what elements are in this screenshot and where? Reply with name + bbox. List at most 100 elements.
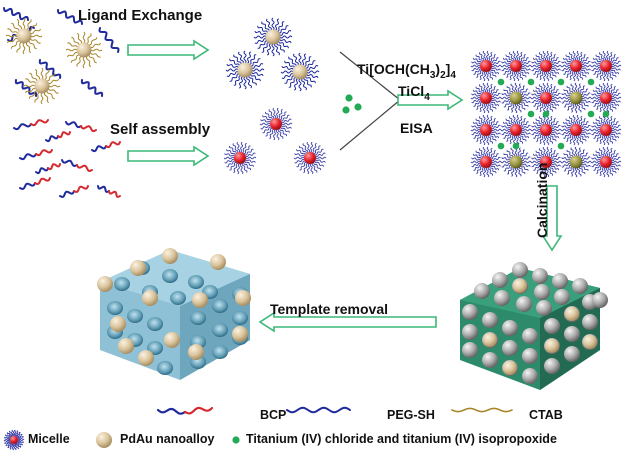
micelle-corona-chain [17, 438, 25, 442]
micelle-corona-chain [542, 114, 547, 125]
grey-sphere [544, 318, 560, 334]
micelle-corona-chain [471, 125, 481, 129]
micelle [500, 114, 532, 146]
legend-pdau-icon [96, 432, 112, 448]
composite-corona-chain [520, 165, 529, 171]
titanium-precursor-dot [527, 78, 535, 86]
composite-corona-chain [580, 88, 589, 96]
micelle-corona-chain [550, 133, 560, 139]
ctab-ligand [5, 34, 18, 38]
micelle-corona-chain [611, 60, 621, 66]
converge-line-bottom [339, 99, 401, 151]
micelle-corona-chain [535, 86, 543, 94]
micelle-corona-chain [224, 158, 235, 164]
micelle-corona-chain [280, 127, 290, 133]
micelle-corona-chain [479, 84, 485, 93]
micelle-corona-chain [519, 70, 527, 78]
micelle-corona-chain [591, 66, 601, 72]
micelle-corona-chain [551, 153, 559, 160]
micelle-core [480, 92, 492, 104]
composite-corona-chain [520, 88, 529, 96]
micelle-corona-chain [315, 152, 326, 158]
peg-sh-ligand [250, 58, 261, 67]
composite-corona-chain [581, 96, 592, 100]
micelle-corona-chain [500, 128, 511, 132]
bcp-chain-red-block [30, 119, 49, 127]
micelle-corona-chain [500, 64, 511, 68]
micelle-corona-chain [265, 128, 273, 137]
micelle-corona-chain [566, 134, 573, 142]
composite-corona-chain [561, 157, 571, 161]
micelle-corona-chain [11, 429, 15, 437]
micelle-corona-chain [602, 114, 607, 125]
micelle-core [540, 156, 552, 168]
micelle-corona-chain [547, 103, 553, 112]
micelle-corona-chain [577, 71, 583, 80]
micelle-corona-chain [530, 128, 541, 132]
micelle-corona-chain [530, 160, 541, 164]
micelle-corona-chain [245, 152, 256, 158]
micelle-corona-chain [599, 148, 605, 157]
peg-sh-ligand [271, 43, 275, 57]
micelle-corona-chain [590, 128, 601, 132]
micelle-corona-chain [579, 118, 586, 126]
micelle-corona-chain [268, 109, 275, 119]
peg-sh-ligand [266, 43, 271, 56]
composite-corona-chain [581, 156, 591, 162]
micelle-corona-chain [599, 167, 604, 177]
micelle-corona-chain [611, 96, 622, 100]
micelle-corona-chain [531, 93, 541, 97]
titanium-precursor-dot [557, 78, 565, 86]
micelle-corona-chain [491, 60, 501, 66]
micelle-corona-chain [259, 122, 271, 126]
micelle-corona-chain [563, 68, 571, 75]
micelle-corona-chain [501, 61, 511, 65]
bcp-chain-red-block [35, 149, 53, 157]
ctab-ligand [90, 52, 101, 58]
peg-sh-ligand [266, 18, 272, 31]
peg-sh-ligand [279, 30, 292, 36]
ctab-ligand [16, 42, 22, 53]
micelle-corona-chain [593, 164, 601, 171]
micelle-corona-chain [516, 114, 519, 125]
micelle-corona-chain [549, 54, 556, 62]
composite-corona-chain [521, 96, 532, 100]
ctab-ligand [28, 40, 37, 50]
micelle-corona-chain [233, 163, 238, 173]
ctab-ligand [11, 22, 20, 32]
bcp-chain-blue-block [19, 153, 37, 161]
micelle-corona-chain [548, 147, 553, 157]
composite-corona-chain [514, 103, 518, 114]
composite-micelle [560, 146, 592, 178]
micelle-corona-chain [517, 135, 523, 144]
converge-line-top [339, 51, 401, 101]
micelle-corona-chain [512, 50, 517, 61]
micelle-corona-chain [485, 103, 490, 114]
composite-corona-chain [514, 167, 518, 178]
micelle-corona-chain [489, 54, 496, 62]
grey-sphere [544, 358, 560, 374]
micelle-corona-chain [563, 132, 571, 139]
micelle-corona-chain [519, 118, 526, 126]
micelle-corona-chain [471, 162, 481, 168]
micelle-corona-chain [312, 143, 317, 153]
pdau-nanoalloy [188, 344, 204, 360]
micelle-corona-chain [590, 96, 601, 100]
micelle-corona-chain [535, 150, 543, 158]
micelle-corona-chain [521, 121, 529, 128]
micelle-corona-chain [592, 57, 602, 63]
mesopore [162, 269, 178, 283]
composite-corona-chain [563, 100, 572, 108]
micelle-corona-chain [482, 82, 487, 93]
titanium-precursor-dot [587, 78, 595, 86]
micelle-corona-chain [591, 93, 601, 97]
micelle-corona-chain [550, 69, 560, 75]
arrow-ligand-exchange-shape [127, 39, 210, 61]
ctab-ligand [70, 54, 80, 63]
micelle-corona-chain [488, 51, 493, 61]
micelle-corona-chain [516, 50, 519, 61]
micelle-corona-chain [487, 135, 493, 144]
ctab-ligand [44, 92, 50, 104]
peg-sh-ligand [275, 18, 280, 31]
